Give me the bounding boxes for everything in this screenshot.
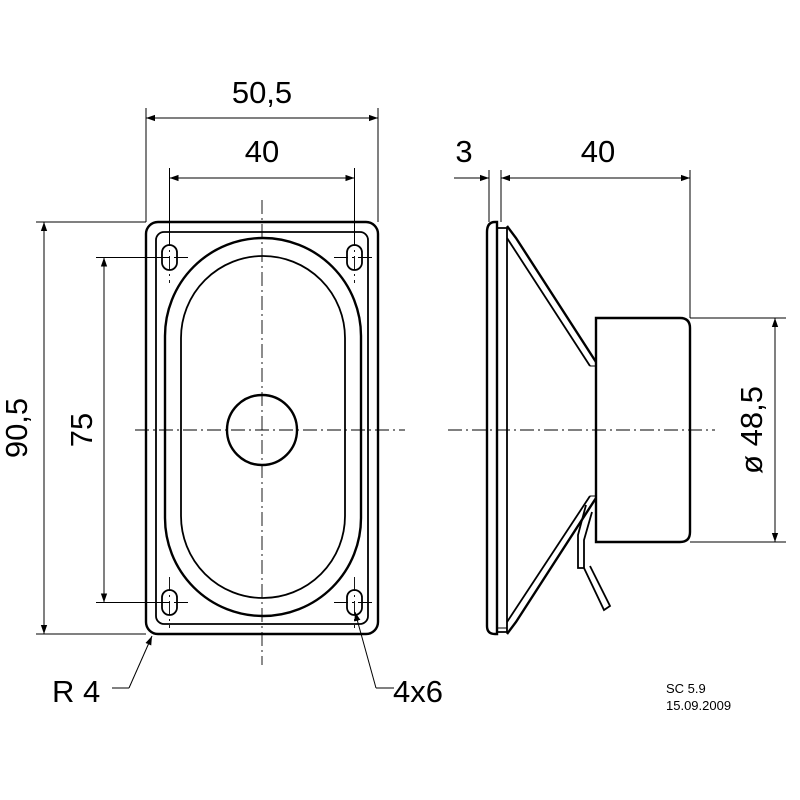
dim-height-outer: 90,5: [0, 398, 34, 458]
front-surround-inner: [180, 255, 346, 599]
dim-width-holes: 40: [245, 134, 279, 169]
dim-flange-thickness: 3: [455, 134, 472, 169]
side-magnet: [594, 316, 692, 544]
radius-note: R 4: [52, 674, 100, 709]
dim-width-outer: 50,5: [232, 75, 292, 110]
front-surround-outer: [163, 236, 363, 618]
side-dimensions: 3 40 ø 48,5: [454, 134, 786, 543]
dim-depth: 40: [581, 134, 615, 169]
side-flange: [485, 220, 499, 636]
front-view: [135, 200, 405, 665]
holes-note: 4x6: [393, 674, 443, 709]
dim-diameter: ø 48,5: [734, 386, 769, 474]
side-view: [448, 220, 715, 636]
side-basket-lower: [506, 497, 598, 635]
front-dimensions: 50,5 40 90,5 75 R 4 4x6: [0, 75, 443, 709]
model-label: SC 5.9: [666, 681, 706, 696]
side-terminal: [577, 504, 593, 569]
date-label: 15.09.2009: [666, 698, 731, 713]
title-block: SC 5.9 15.09.2009: [666, 681, 731, 713]
dim-height-holes: 75: [64, 413, 99, 447]
side-basket-upper: [506, 225, 598, 363]
